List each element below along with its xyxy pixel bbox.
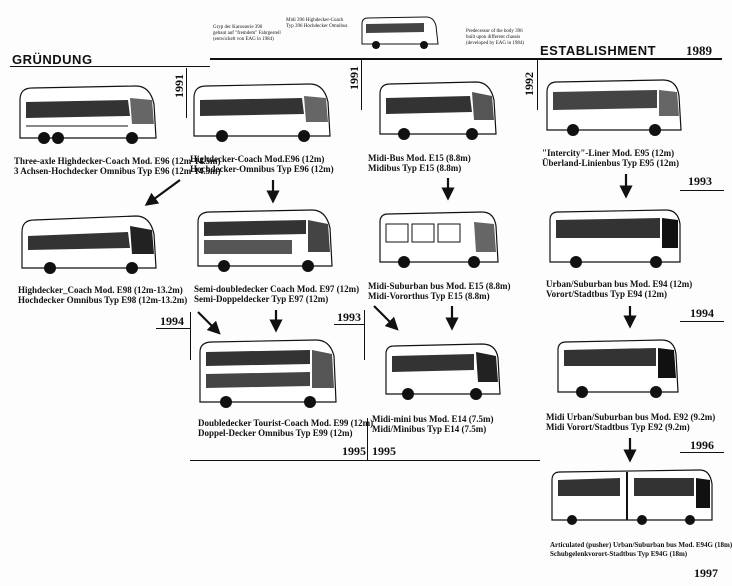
arrow-e15s-to-e14 <box>374 306 394 326</box>
arrow-e96-to-e98 <box>150 180 180 202</box>
arrow-e97-to-e99 <box>198 312 216 330</box>
